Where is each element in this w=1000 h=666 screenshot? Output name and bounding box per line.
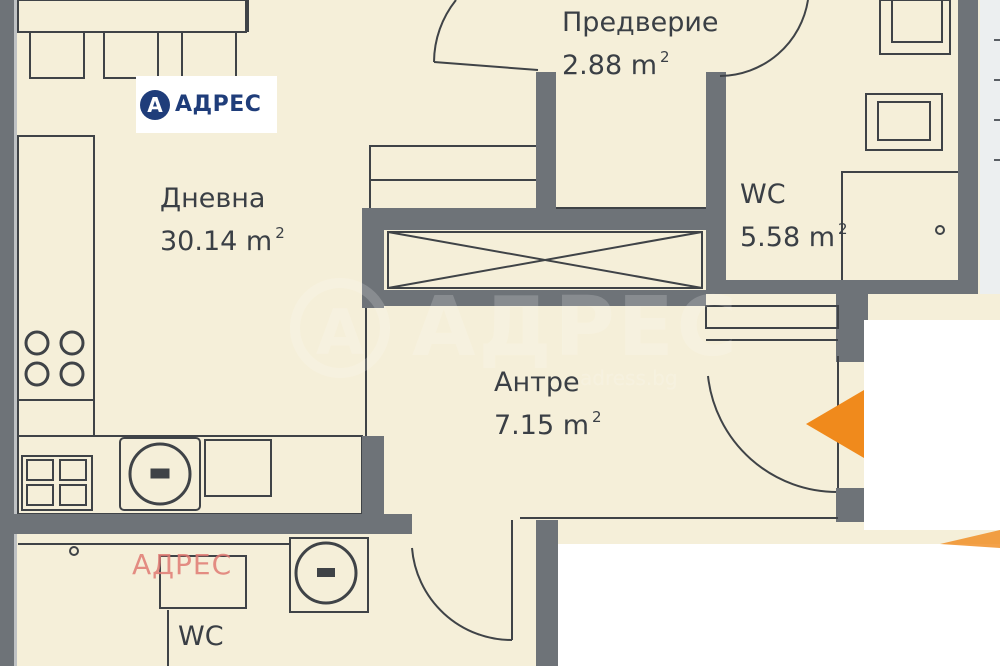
watermark-small: АДРЕС <box>132 548 233 581</box>
room-wc-bottom: WC <box>178 620 224 654</box>
appliances <box>119 437 272 511</box>
room-wc-bottom-name: WC <box>178 621 224 652</box>
wall-hall-left <box>362 208 384 308</box>
wall-wc-right <box>958 0 978 294</box>
stove <box>24 330 85 387</box>
entrance-arrow <box>806 390 864 458</box>
mask-bottom <box>558 544 1000 666</box>
wc-bottom-fixtures <box>18 537 369 666</box>
hall-steps <box>705 305 839 341</box>
logo-text: АДРЕС <box>175 92 262 117</box>
room-hall-name: Антре <box>494 367 580 398</box>
shaft <box>387 231 703 289</box>
room-living-name: Дневна <box>160 183 266 214</box>
wall-living-bottom <box>0 514 412 534</box>
wall-vestibule-left <box>536 72 556 208</box>
room-vestibule-name: Предверие <box>562 7 719 38</box>
bottom-door <box>411 517 838 642</box>
mask-right <box>864 320 1000 530</box>
logo-mark: A <box>140 89 170 120</box>
kitchen-sink <box>21 455 93 511</box>
room-wc-top-name: WC <box>740 179 786 210</box>
brand-logo: A АДРЕС <box>136 76 277 133</box>
wall-duct-top <box>366 208 722 230</box>
wall-vestibule-right <box>706 72 726 294</box>
wall-left <box>0 0 14 666</box>
vestibule-doors <box>433 0 809 209</box>
